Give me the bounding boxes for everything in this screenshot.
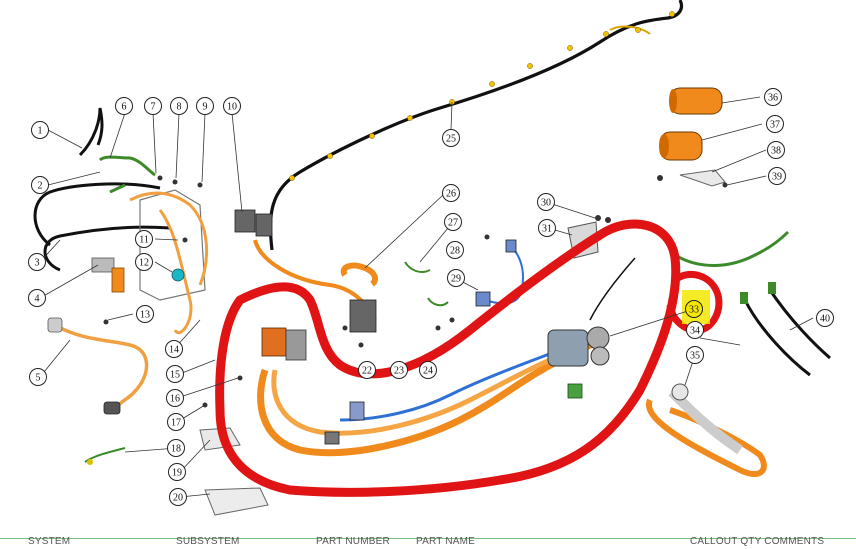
callout-label: 24 bbox=[423, 366, 433, 377]
callout-label: 27 bbox=[448, 218, 458, 229]
callout-label: 26 bbox=[446, 189, 456, 200]
callout-label: 33 bbox=[689, 305, 699, 316]
column-part-number: PART NUMBER bbox=[316, 536, 390, 547]
callout-label: 15 bbox=[170, 370, 180, 381]
callout-label: 13 bbox=[140, 310, 150, 321]
ground-cable-6 bbox=[98, 155, 156, 177]
callout-label: 37 bbox=[770, 120, 780, 131]
callout-label: 29 bbox=[451, 274, 461, 285]
callout-label: 3 bbox=[35, 258, 40, 269]
callout-label: 23 bbox=[394, 366, 404, 377]
orange-cable-5 bbox=[47, 317, 149, 415]
callout-label: 10 bbox=[227, 102, 237, 113]
callout-label: 39 bbox=[772, 172, 782, 183]
parts-table-header: SYSTEM SUBSYSTEM PART NUMBER PART NAME C… bbox=[0, 536, 856, 549]
callout-label: 34 bbox=[690, 326, 700, 337]
column-part-name: PART NAME bbox=[416, 536, 476, 547]
callout-label: 8 bbox=[177, 102, 182, 113]
callout-label: 5 bbox=[36, 373, 41, 384]
callout-label: 14 bbox=[169, 345, 179, 356]
callout-label: 35 bbox=[690, 351, 700, 362]
callout-label: 38 bbox=[771, 146, 781, 157]
column-subsystem: SUBSYSTEM bbox=[176, 536, 240, 547]
callout-label: 1 bbox=[38, 126, 43, 137]
hv-harness-main bbox=[257, 257, 636, 457]
far-right-parts bbox=[645, 87, 831, 477]
callout-label: 40 bbox=[820, 314, 830, 325]
callout-label: 4 bbox=[35, 294, 40, 305]
callout-label: 18 bbox=[171, 444, 181, 455]
callout-label: 20 bbox=[173, 493, 183, 504]
column-system: SYSTEM bbox=[28, 536, 71, 547]
callout-label: 28 bbox=[450, 246, 460, 257]
callout-label: 22 bbox=[362, 366, 372, 377]
callout-label: 31 bbox=[542, 224, 552, 235]
callout-label: 36 bbox=[768, 93, 778, 104]
callout-label: 6 bbox=[122, 102, 127, 113]
callout-label: 25 bbox=[446, 134, 456, 145]
callout-label: 2 bbox=[38, 181, 43, 192]
callout-label: 9 bbox=[203, 102, 208, 113]
callout-label: 19 bbox=[172, 468, 182, 479]
callout-label: 12 bbox=[139, 258, 149, 269]
left-black-cables bbox=[33, 107, 171, 293]
column-callout-qty-comments: CALLOUT QTY COMMENTS bbox=[690, 536, 825, 547]
main-black-harness bbox=[268, 0, 684, 251]
callout-bubbles: 1 2 3 4 5 6 7 8 9 10 11 12 13 14 15 16 1… bbox=[28, 88, 834, 506]
callout-label: 16 bbox=[170, 394, 180, 405]
callout-label: 11 bbox=[139, 235, 149, 246]
callout-label: 17 bbox=[171, 418, 181, 429]
callout-label: 30 bbox=[541, 198, 551, 209]
callout-label: 7 bbox=[151, 102, 156, 113]
center-parts bbox=[340, 234, 524, 348]
